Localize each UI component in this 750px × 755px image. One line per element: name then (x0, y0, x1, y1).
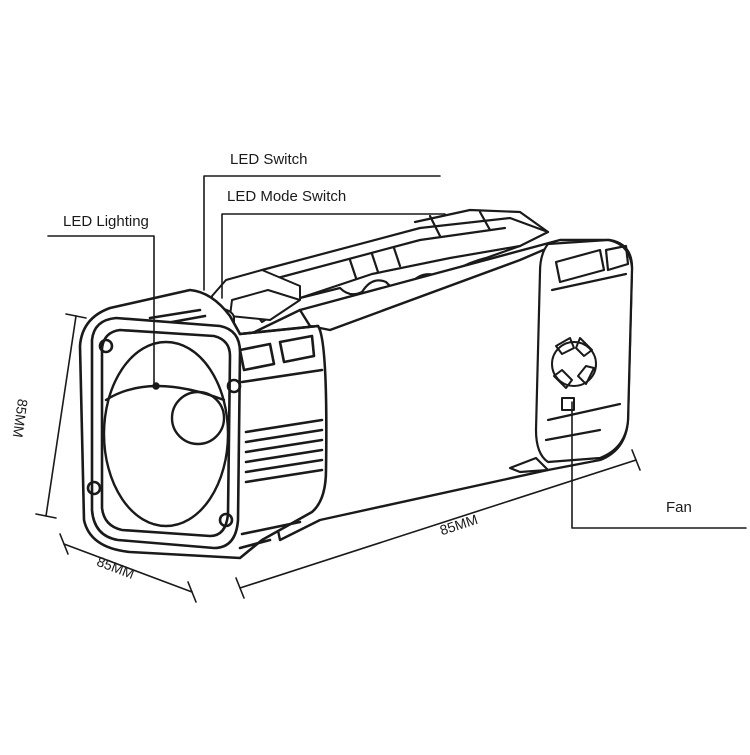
length-dimension-line (239, 459, 637, 589)
led-mode-switch-leader (221, 213, 446, 299)
callout-lines (47, 175, 747, 529)
width-dimension-line (63, 543, 193, 593)
fan-leader (571, 401, 747, 529)
dimension-lines (35, 313, 641, 603)
led-switch-button (211, 269, 301, 321)
fan-label: Fan (666, 499, 692, 516)
led-switch-label: LED Switch (230, 151, 308, 168)
fan-grille (551, 337, 597, 411)
height-dimension-line (45, 315, 77, 517)
led-switch-leader (203, 175, 441, 291)
led-mode-switch-label: LED Mode Switch (227, 188, 347, 205)
led-lens (102, 340, 230, 528)
led-lighting-leader (47, 235, 155, 387)
led-lighting-label: LED Lighting (63, 213, 149, 230)
right-end-cap (508, 238, 634, 474)
